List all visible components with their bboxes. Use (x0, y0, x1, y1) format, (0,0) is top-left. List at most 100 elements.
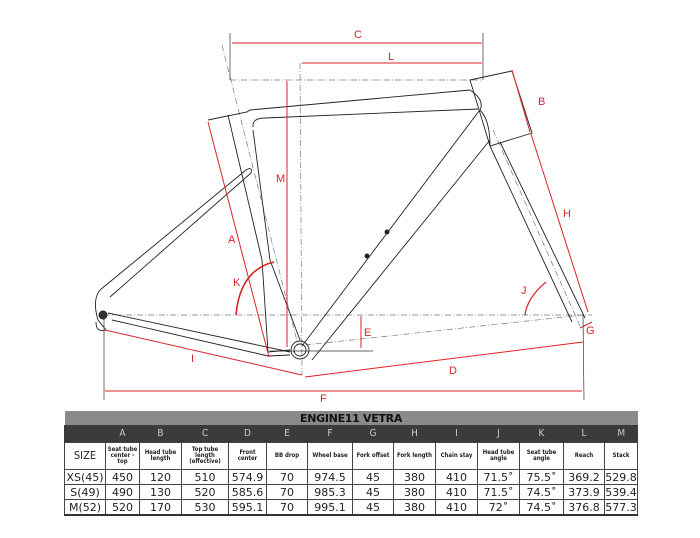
label-f: F (320, 393, 327, 405)
table-title: ENGINE11 VETRA (64, 411, 638, 425)
header-cell: Top tube length (effective) (181, 442, 229, 470)
header-cell: Seat tube angle (519, 442, 564, 470)
value-cell: 70 (266, 484, 308, 500)
header-cell: Chain stay (435, 442, 478, 470)
down-tube (301, 110, 491, 361)
dimension-lines (104, 42, 593, 392)
value-cell: 530 (181, 499, 229, 516)
value-cell: 574.9 (228, 469, 267, 485)
label-d: D (449, 365, 457, 377)
value-cell: 995.1 (307, 499, 353, 516)
letter-cell: I (435, 425, 478, 443)
value-cell: 490 (105, 484, 140, 500)
header-cell: Wheel base (307, 442, 353, 470)
header-cell: BB drop (266, 442, 308, 470)
value-cell: 74.5˚ (519, 484, 564, 500)
header-cell: Stack (603, 442, 639, 470)
value-cell: 74.5˚ (519, 499, 564, 516)
label-k: K (233, 277, 241, 289)
value-cell: 72˚ (477, 499, 520, 516)
fork (489, 141, 586, 323)
letter-cell: J (477, 425, 520, 443)
value-cell: 974.5 (307, 469, 353, 485)
head-tube (469, 70, 533, 147)
letter-cell: H (393, 425, 436, 443)
header-cell: Fork length (393, 442, 436, 470)
chain-stay (107, 312, 291, 357)
header-cell: Front center (228, 442, 267, 470)
header-cell: Reach (563, 442, 605, 470)
value-cell: 45 (352, 469, 394, 485)
value-cell: 410 (435, 484, 478, 500)
letter-cell: G (352, 425, 394, 443)
value-cell: 170 (139, 499, 182, 516)
value-cell: 70 (266, 499, 308, 516)
value-cell: 529.8 (603, 469, 639, 485)
header-cell: Seat tube center - top (105, 442, 140, 470)
label-b: B (538, 96, 545, 108)
header-cell: Fork offset (352, 442, 394, 470)
header-row: SIZE Seat tube center - top Head tube le… (64, 442, 639, 470)
letter-cell: A (105, 425, 140, 443)
letter-cell: E (266, 425, 308, 443)
size-cell: M(52) (64, 499, 106, 516)
frame-geometry-diagram: C L B M H A K J E G I D F (95, 29, 595, 405)
letter-cell: B (139, 425, 182, 443)
label-i: I (191, 353, 194, 365)
value-cell: 520 (181, 484, 229, 500)
letter-cell (64, 425, 106, 443)
label-j: J (521, 285, 527, 297)
value-cell: 410 (435, 499, 478, 516)
header-cell: Head tube angle (477, 442, 520, 470)
value-cell: 450 (105, 469, 140, 485)
label-h: H (563, 208, 571, 220)
value-cell: 45 (352, 499, 394, 516)
label-c: C (354, 29, 362, 41)
letter-row: A B C D E F G H I J K L M (64, 425, 638, 443)
value-cell: 70 (266, 469, 308, 485)
value-cell: 71.5˚ (477, 469, 520, 485)
value-cell: 585.6 (228, 484, 267, 500)
letter-cell: M (603, 425, 638, 443)
dropout (95, 289, 107, 332)
value-cell: 520 (105, 499, 140, 516)
value-cell: 985.3 (307, 484, 353, 500)
value-cell: 380 (393, 499, 436, 516)
label-m: M (276, 173, 285, 185)
header-cell: Head tube length (139, 442, 182, 470)
size-cell: S(49) (64, 484, 106, 500)
value-cell: 380 (393, 484, 436, 500)
dimension-labels: C L B M H A K J E G I D F (191, 29, 595, 405)
label-l: L (388, 51, 394, 63)
extension-lines (103, 33, 585, 401)
value-cell: 120 (139, 469, 182, 485)
value-cell: 45 (352, 484, 394, 500)
label-g: G (586, 325, 595, 337)
value-cell: 130 (139, 484, 182, 500)
letter-cell: D (228, 425, 267, 443)
label-a: A (228, 234, 236, 246)
value-cell: 376.8 (563, 499, 605, 516)
size-cell: XS(45) (64, 469, 106, 485)
value-cell: 510 (181, 469, 229, 485)
letter-cell: K (519, 425, 564, 443)
value-cell: 75.5˚ (519, 469, 564, 485)
seat-tube (227, 114, 301, 353)
bike-frame (95, 70, 586, 361)
value-cell: 539.4 (603, 484, 639, 500)
geometry-table: ENGINE11 VETRA A B C D E F G H I J K L M… (64, 411, 639, 516)
seat-stay (99, 168, 252, 298)
letter-cell: C (181, 425, 229, 443)
value-cell: 380 (393, 469, 436, 485)
label-e: E (364, 327, 371, 339)
value-cell: 373.9 (563, 484, 605, 500)
top-tube (207, 89, 479, 128)
value-cell: 410 (435, 469, 478, 485)
value-cell: 577.3 (603, 499, 639, 516)
letter-cell: F (307, 425, 353, 443)
header-cell: SIZE (64, 442, 106, 470)
letter-cell: L (563, 425, 605, 443)
